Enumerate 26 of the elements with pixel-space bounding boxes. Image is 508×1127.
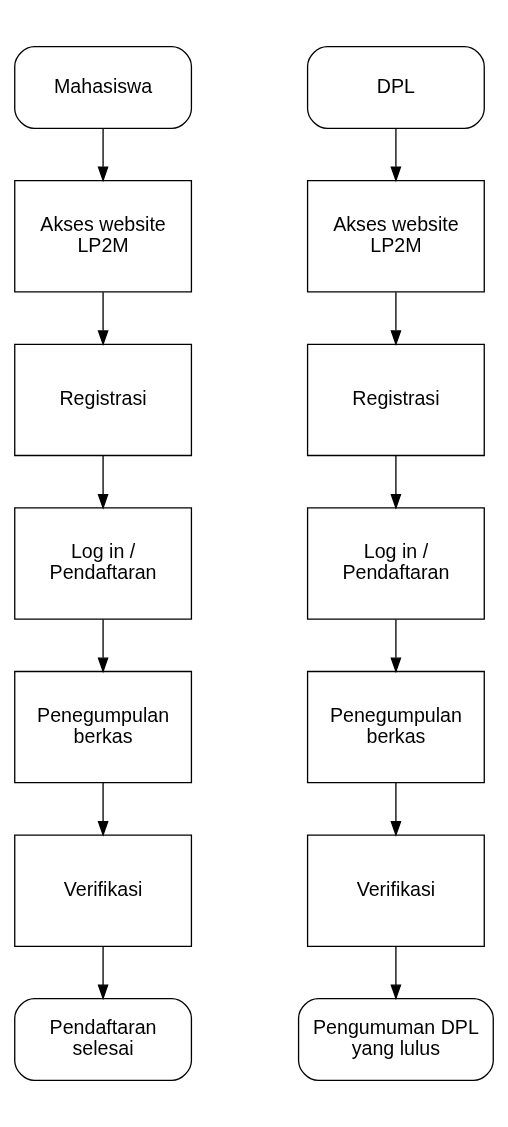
node-box: Penegumpulan berkas bbox=[14, 670, 193, 784]
node-box: Registrasi bbox=[14, 343, 193, 457]
node-box: Verifikasi bbox=[306, 834, 485, 947]
arrow bbox=[390, 455, 402, 510]
arrow bbox=[97, 128, 109, 183]
arrow bbox=[390, 128, 402, 183]
node-box: Pengumuman DPL yang lulus bbox=[297, 998, 494, 1082]
node-box: Log in / Pendaftaran bbox=[306, 507, 485, 620]
arrow bbox=[390, 291, 402, 347]
arrow bbox=[97, 455, 109, 510]
arrow bbox=[97, 782, 109, 837]
arrow bbox=[97, 618, 109, 674]
arrow bbox=[390, 782, 402, 837]
arrow bbox=[97, 945, 109, 1001]
node-box: Registrasi bbox=[306, 343, 485, 457]
arrow bbox=[390, 945, 402, 1001]
arrow bbox=[390, 618, 402, 674]
node-box: Penegumpulan berkas bbox=[306, 670, 485, 784]
node-box: Mahasiswa bbox=[14, 45, 193, 129]
node-box: Akses website LP2M bbox=[306, 180, 485, 293]
node-box: Pendaftaran selesai bbox=[14, 998, 193, 1082]
node-box: Akses website LP2M bbox=[14, 180, 193, 293]
node-box: DPL bbox=[306, 45, 485, 129]
node-box: Log in / Pendaftaran bbox=[14, 507, 193, 620]
node-box: Verifikasi bbox=[14, 834, 193, 947]
arrow bbox=[97, 291, 109, 347]
